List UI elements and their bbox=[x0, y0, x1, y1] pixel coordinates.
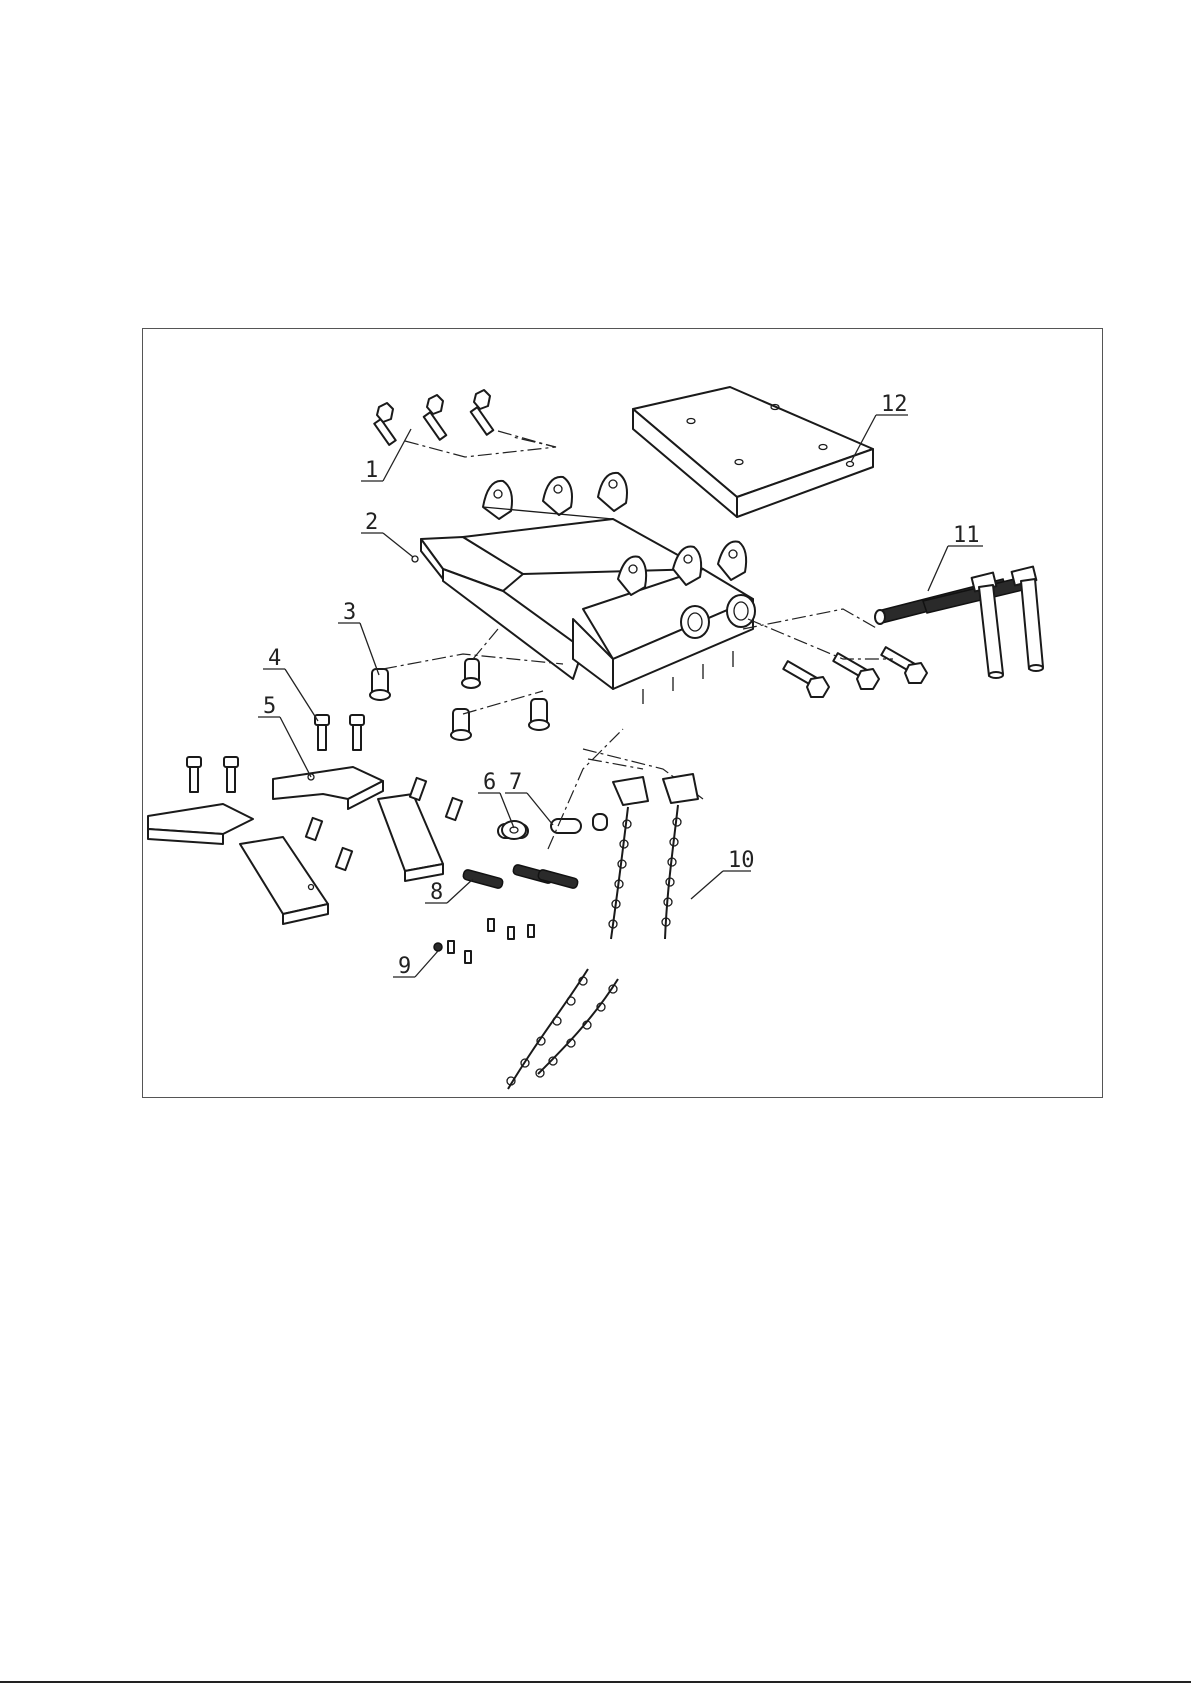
callout-5: 5 bbox=[258, 694, 311, 777]
callout-8: 8 bbox=[425, 879, 473, 905]
page-bottom-rule bbox=[0, 1681, 1191, 1687]
callout-9-label: 9 bbox=[398, 954, 411, 979]
callout-2-label: 2 bbox=[365, 510, 378, 535]
callout-11-label: 11 bbox=[953, 523, 980, 548]
callout-4-label: 4 bbox=[268, 646, 281, 671]
callout-10: 10 bbox=[691, 848, 755, 899]
callout-6-label: 6 bbox=[483, 770, 496, 795]
callout-1-label: 1 bbox=[365, 458, 378, 483]
callout-3: 3 bbox=[338, 600, 379, 675]
callout-9: 9 bbox=[393, 951, 438, 979]
callout-8-label: 8 bbox=[430, 880, 443, 905]
callout-3-label: 3 bbox=[343, 600, 356, 625]
callout-7: 7 bbox=[505, 770, 553, 825]
callout-10-label: 10 bbox=[728, 848, 755, 873]
callout-5-label: 5 bbox=[263, 694, 276, 719]
right-hex-bolts bbox=[748, 619, 927, 697]
part-2-main-housing bbox=[412, 473, 755, 704]
callout-2: 2 bbox=[361, 510, 413, 557]
part-10-chains bbox=[507, 759, 698, 1089]
part-9-rivets bbox=[434, 919, 534, 963]
callout-7-label: 7 bbox=[509, 770, 522, 795]
callout-12-label: 12 bbox=[881, 392, 908, 417]
drawing-frame: 1 2 3 4 5 6 7 bbox=[142, 328, 1103, 1098]
exploded-assembly-drawing: 1 2 3 4 5 6 7 bbox=[143, 329, 1104, 1099]
part-12-top-plate bbox=[633, 387, 873, 517]
part-8-link-pins bbox=[462, 864, 578, 889]
